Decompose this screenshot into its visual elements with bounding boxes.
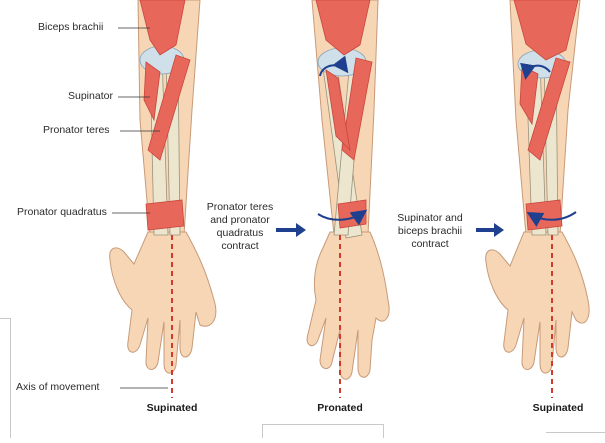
step-text-pronation: Pronator teres and pronator quadratus co… (200, 201, 280, 253)
step2-line: contract (411, 238, 449, 250)
label-biceps-brachii: Biceps brachii (38, 21, 104, 33)
rotation-arrow-icon (526, 211, 577, 227)
rotation-arrow-icon (319, 55, 349, 77)
caption-supinated-left: Supinated (146, 402, 198, 414)
step1-line: quadratus (216, 227, 264, 239)
arm-supinated-left (109, 0, 217, 398)
caption-supinated-right: Supinated (532, 402, 584, 414)
biceps-muscle (513, 0, 579, 61)
label-supinator: Supinator (68, 90, 113, 102)
step-arrow-head-icon (296, 223, 306, 237)
hand-skin (109, 231, 217, 374)
hand-skin (306, 231, 390, 380)
step1-line: Pronator teres (206, 201, 274, 213)
frame-line-bottom-right-2 (546, 432, 605, 433)
supinator-muscle (325, 69, 351, 152)
arm-pronated-middle (306, 0, 390, 398)
frame-line-left-top (0, 318, 11, 319)
step2-line: Supinator and (397, 212, 463, 224)
pronator-teres-muscle (341, 57, 373, 161)
supinator-muscle (143, 61, 161, 122)
rotation-arrow-icon (317, 209, 368, 226)
label-pronator-teres: Pronator teres (43, 124, 110, 136)
frame-line-bottom (262, 424, 384, 425)
frame-line-left (10, 318, 11, 438)
pronator-teres-muscle (527, 57, 571, 161)
step-text-supination: Supinator and biceps brachii contract (388, 212, 472, 251)
caption-pronated: Pronated (317, 402, 363, 414)
pronator-quadratus-muscle (145, 199, 185, 231)
biceps-muscle (139, 0, 186, 56)
pronator-teres-muscle (147, 54, 191, 161)
rotation-arrow-icon (520, 62, 551, 80)
label-axis-of-movement: Axis of movement (16, 381, 100, 393)
arm-supinated-right (485, 0, 590, 398)
hand-skin (485, 231, 590, 374)
step1-line: and pronator (210, 214, 270, 226)
label-pronator-quadratus: Pronator quadratus (17, 206, 107, 218)
step-arrow-head-icon (494, 223, 504, 237)
frame-line-bottom-left (262, 424, 263, 438)
biceps-muscle (315, 0, 371, 56)
step2-line: biceps brachii (397, 225, 463, 237)
frame-line-bottom-right (383, 424, 384, 438)
step1-line: contract (221, 240, 259, 252)
